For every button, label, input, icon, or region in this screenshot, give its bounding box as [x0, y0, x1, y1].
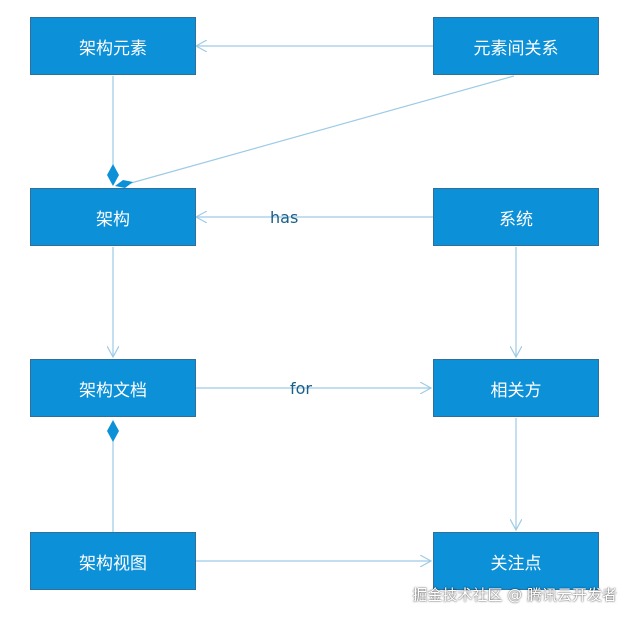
node-arch-document-label: 架构文档 [79, 380, 147, 401]
edge-relation-to-architecture [130, 75, 515, 184]
node-arch-view-label: 架构视图 [79, 553, 147, 574]
aggregation-diamond-architecture-element [107, 164, 119, 186]
edge-label-has: has [270, 208, 299, 227]
node-arch-element: 架构元素 [30, 17, 196, 75]
node-stakeholder-label: 相关方 [490, 380, 542, 401]
node-system: 系统 [433, 188, 599, 246]
watermark: 掘金技术社区 @ 腾讯云开发者 [412, 586, 617, 604]
aggregation-diamond-architecture-relation [115, 180, 133, 188]
node-arch-view: 架构视图 [30, 532, 196, 590]
node-arch-element-label: 架构元素 [79, 38, 147, 59]
node-element-relation-label: 元素间关系 [473, 38, 559, 59]
node-concern-label: 关注点 [490, 553, 542, 574]
node-arch-document: 架构文档 [30, 359, 196, 417]
node-concern: 关注点 [433, 532, 599, 590]
node-stakeholder: 相关方 [433, 359, 599, 417]
edge-label-for: for [290, 379, 312, 398]
aggregation-diamond-document [107, 420, 119, 442]
node-architecture: 架构 [30, 188, 196, 246]
node-architecture-label: 架构 [96, 209, 130, 230]
node-element-relation: 元素间关系 [433, 17, 599, 75]
node-system-label: 系统 [499, 209, 533, 230]
